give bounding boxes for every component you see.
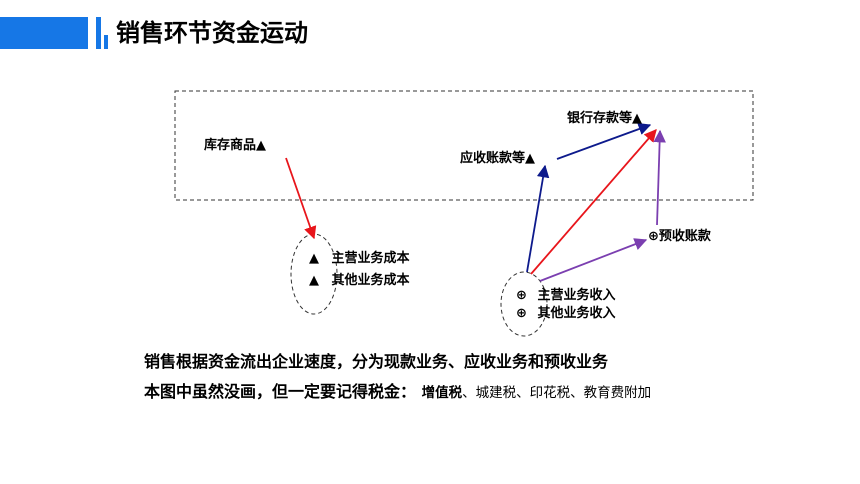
circle-plus-icon: ⊕ <box>648 229 659 244</box>
arrow-revenue-to-advance <box>539 238 648 282</box>
node-revenue-main-label: 主营业务收入 <box>537 288 616 303</box>
node-revenue-other-label: 其他业务收入 <box>537 306 616 321</box>
header-accent-tick-small <box>104 35 108 49</box>
arrow-revenue-to-receivable <box>526 164 550 273</box>
node-revenue-main: ⊕ 主营业务收入 <box>516 287 615 305</box>
node-cost-main-label: 主营业务成本 <box>331 251 410 266</box>
node-inventory-label: 库存商品 <box>204 138 257 153</box>
circle-plus-icon: ⊕ <box>516 288 527 303</box>
node-cost-other-label: 其他业务成本 <box>331 273 410 288</box>
triangle-icon: ▲ <box>309 273 319 288</box>
arrow-receivable-to-bank <box>556 122 652 160</box>
page-title: 销售环节资金运动 <box>116 19 308 47</box>
note-line-2: 本图中虽然没画，但一定要记得税金： 增值税、城建税、印花税、教育费附加 <box>144 380 651 405</box>
node-bank: 银行存款等▲ <box>567 110 642 128</box>
note-line-1: 销售根据资金流出企业速度，分为现款业务、应收业务和预收业务 <box>144 352 609 371</box>
note-line-2-prefix: 本图中虽然没画，但一定要记得税金： <box>144 382 417 401</box>
triangle-icon: ▲ <box>525 151 536 166</box>
node-cost-main: ▲ 主营业务成本 <box>309 250 410 268</box>
triangle-icon: ▲ <box>256 138 267 153</box>
node-advance-label: 预收账款 <box>658 229 711 244</box>
node-revenue-other: ⊕ 其他业务收入 <box>516 305 615 323</box>
header-accent-tick <box>96 17 101 49</box>
node-receivable-label: 应收账款等 <box>460 151 526 166</box>
arrow-inventory-to-cost <box>285 157 317 240</box>
arrow-advance-to-bank <box>653 129 666 226</box>
triangle-icon: ▲ <box>632 111 643 126</box>
circle-plus-icon: ⊕ <box>516 306 527 321</box>
tax-others: 、城建税、印花税、教育费附加 <box>462 385 652 401</box>
node-cost-other: ▲ 其他业务成本 <box>309 272 410 290</box>
asset-region-box <box>174 90 754 201</box>
header-accent-bar <box>0 17 88 49</box>
node-receivable: 应收账款等▲ <box>460 150 535 168</box>
arrow-revenue-to-bank <box>530 129 657 275</box>
tax-vat: 增值税 <box>421 385 463 401</box>
node-bank-label: 银行存款等 <box>567 111 633 126</box>
triangle-icon: ▲ <box>309 251 319 266</box>
node-advance: ⊕预收账款 <box>648 228 711 246</box>
revenue-group-ellipse <box>500 271 548 337</box>
node-inventory: 库存商品▲ <box>204 137 266 155</box>
